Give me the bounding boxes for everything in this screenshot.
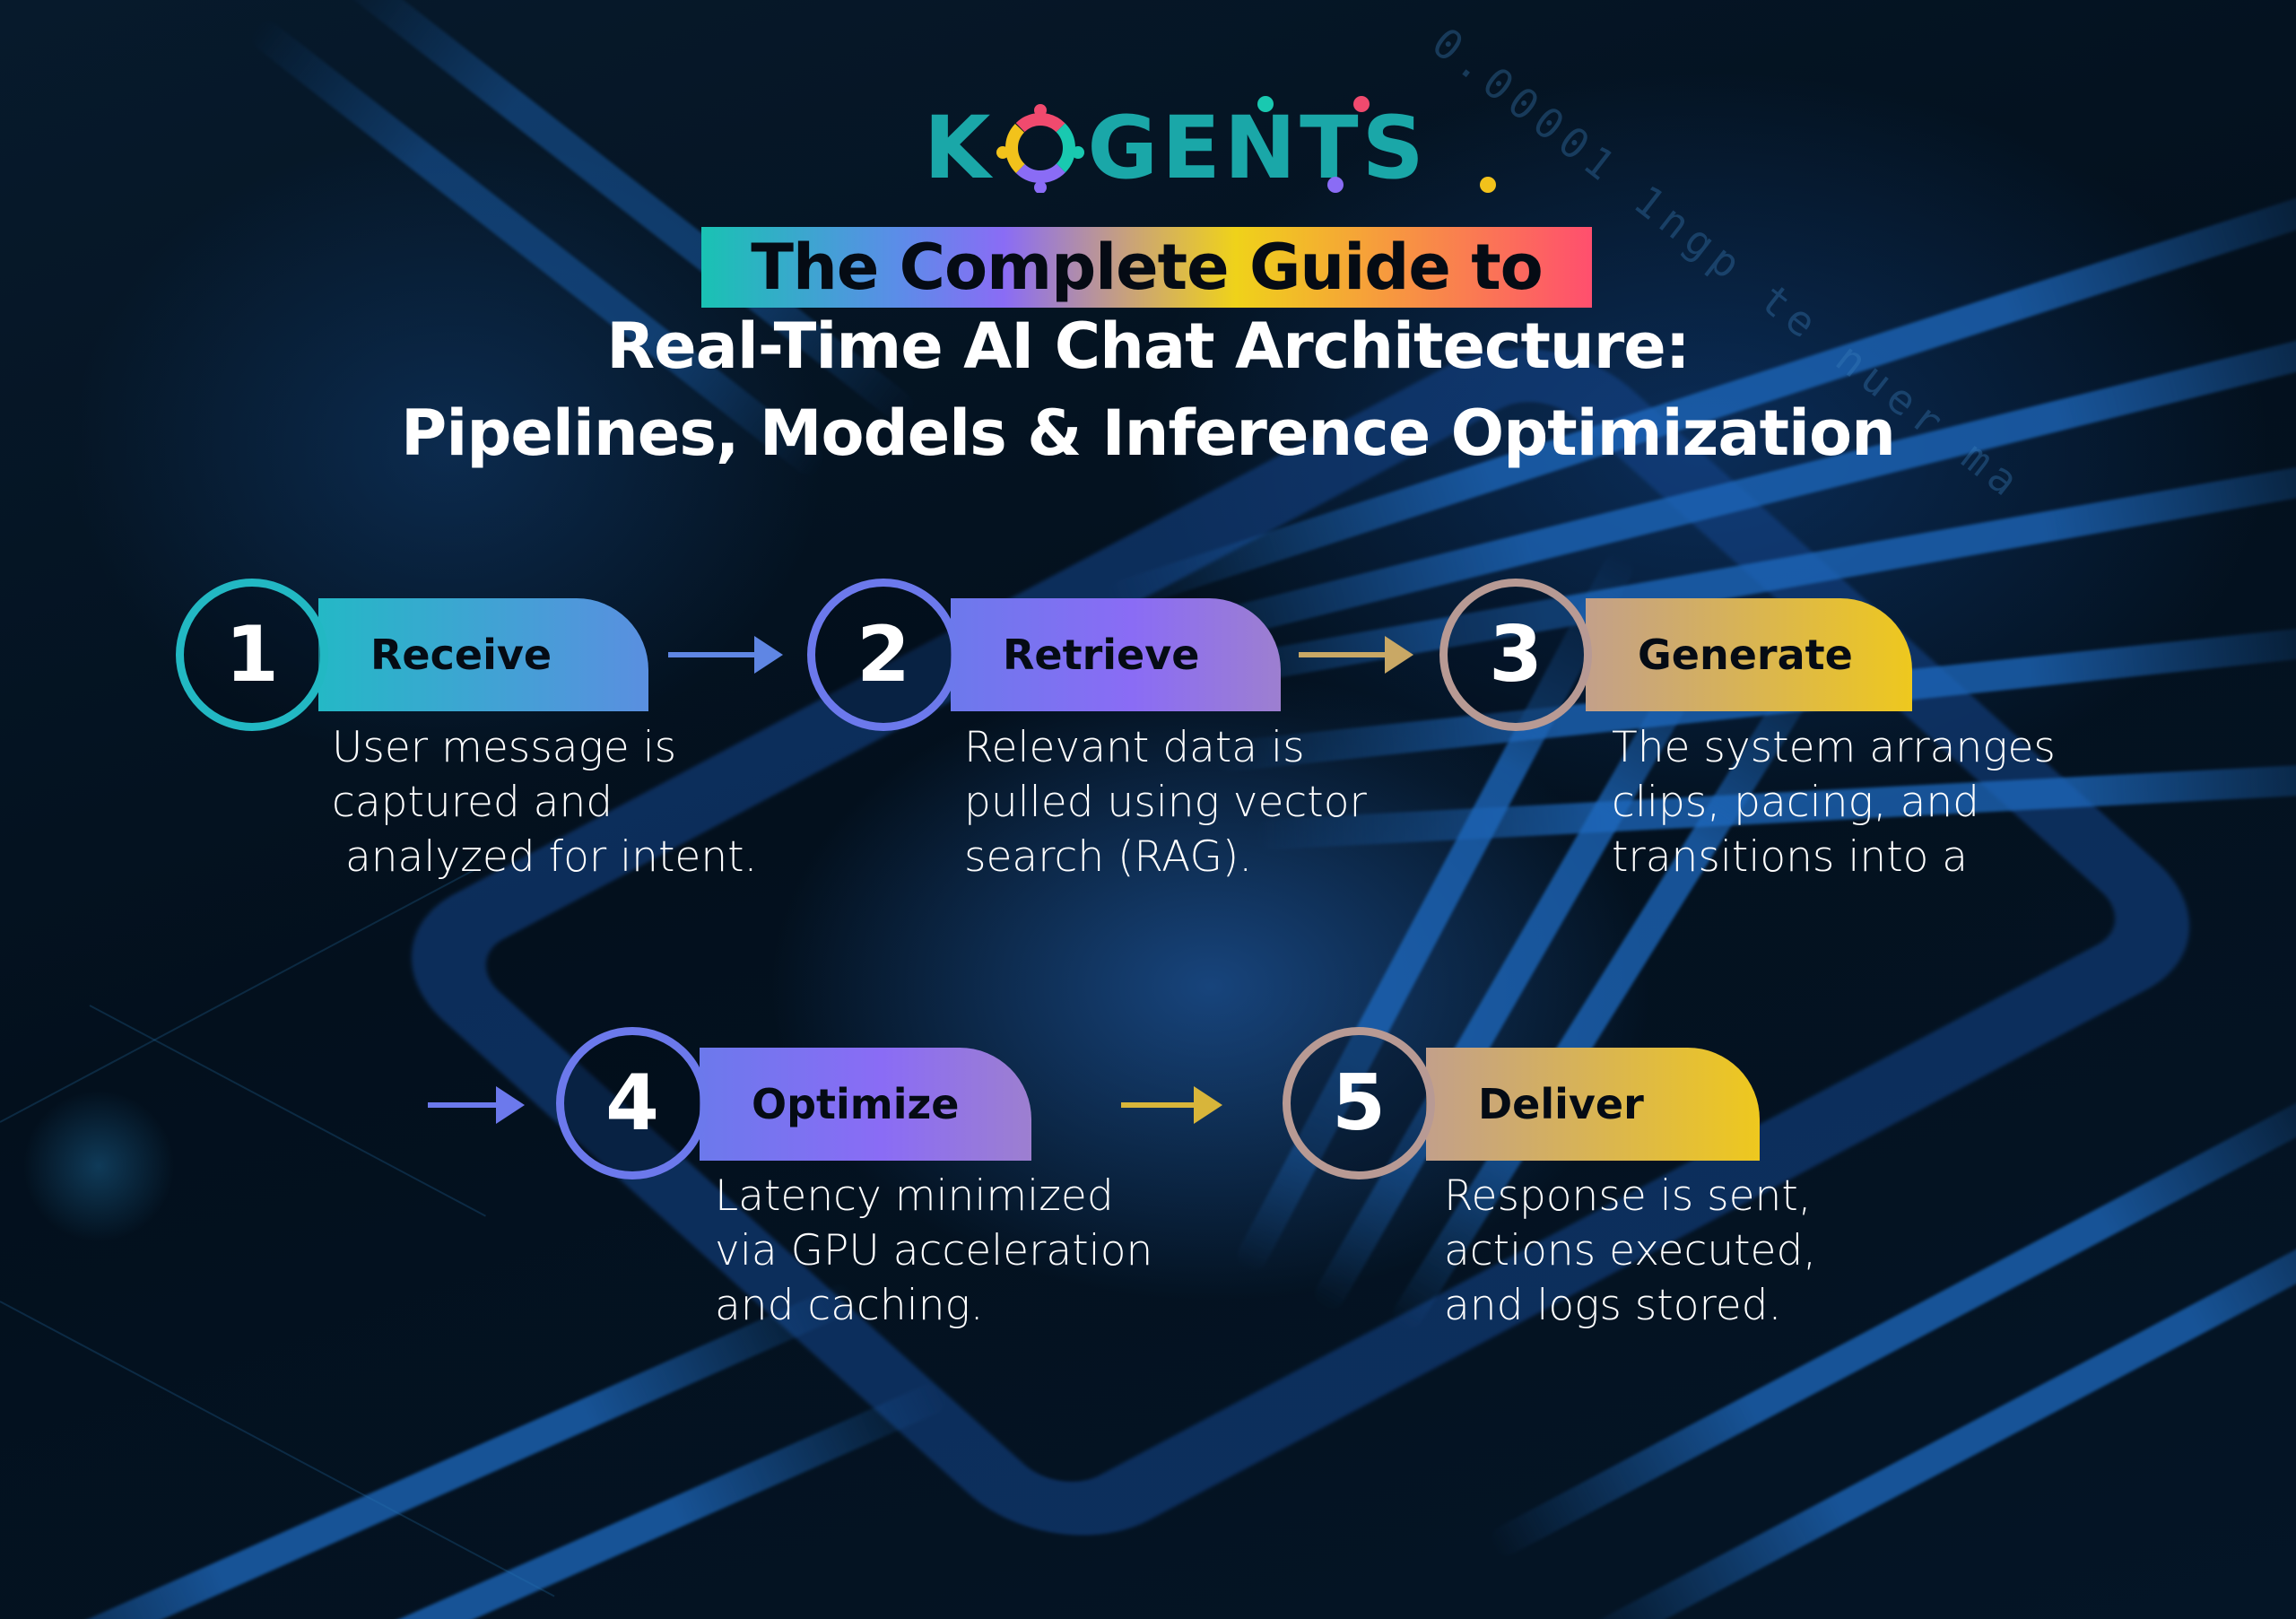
arrow-right-icon xyxy=(1121,1086,1222,1124)
people-circle-icon xyxy=(996,104,1085,193)
step-5-label-pill: Deliver xyxy=(1426,1048,1760,1161)
step-5-number: 5 xyxy=(1332,1058,1386,1148)
step-1-label: Receive xyxy=(370,631,552,679)
step-4-label: Optimize xyxy=(752,1080,960,1128)
logo-letter-k: K xyxy=(924,98,995,198)
step-4-number: 4 xyxy=(605,1058,659,1148)
logo-letters-gents: GENTS xyxy=(1087,96,1497,193)
step-4-number-circle: 4 xyxy=(556,1027,709,1179)
title-highlight-text: The Complete Guide to xyxy=(751,231,1544,304)
title-highlight-band: The Complete Guide to xyxy=(701,227,1592,308)
step-3-description: The system arranges clips, pacing, and t… xyxy=(1612,723,2056,882)
step-1-number: 1 xyxy=(225,610,279,700)
arrow-right-icon xyxy=(428,1086,525,1124)
kogents-logo: K GENTS xyxy=(924,96,1497,198)
step-1-number-circle: 1 xyxy=(176,579,328,731)
step-5-description: Response is sent, actions executed, and … xyxy=(1444,1171,1817,1330)
step-2-description: Relevant data is pulled using vector sea… xyxy=(964,723,1367,882)
step-2-number: 2 xyxy=(857,610,910,700)
step-2-label: Retrieve xyxy=(1003,631,1200,679)
background-chip-outline xyxy=(359,312,2242,1571)
step-4-label-pill: Optimize xyxy=(700,1048,1031,1161)
step-1-label-pill: Receive xyxy=(318,598,648,711)
step-3-number: 3 xyxy=(1489,610,1543,700)
step-5-label: Deliver xyxy=(1478,1080,1644,1128)
arrow-right-icon xyxy=(668,636,783,674)
step-1-description: User message is captured and analyzed fo… xyxy=(332,723,758,882)
step-5-number-circle: 5 xyxy=(1283,1027,1435,1179)
step-2-label-pill: Retrieve xyxy=(951,598,1281,711)
step-3-label-pill: Generate xyxy=(1586,598,1912,711)
page-title-line-1: Real-Time AI Chat Architecture: xyxy=(606,309,1691,383)
step-4-description: Latency minimized via GPU acceleration a… xyxy=(715,1171,1153,1330)
arrow-right-icon xyxy=(1299,636,1413,674)
step-3-label: Generate xyxy=(1638,631,1853,679)
step-2-number-circle: 2 xyxy=(807,579,960,731)
step-3-number-circle: 3 xyxy=(1439,579,1592,731)
page-title-line-2: Pipelines, Models & Inference Optimizati… xyxy=(401,396,1896,470)
